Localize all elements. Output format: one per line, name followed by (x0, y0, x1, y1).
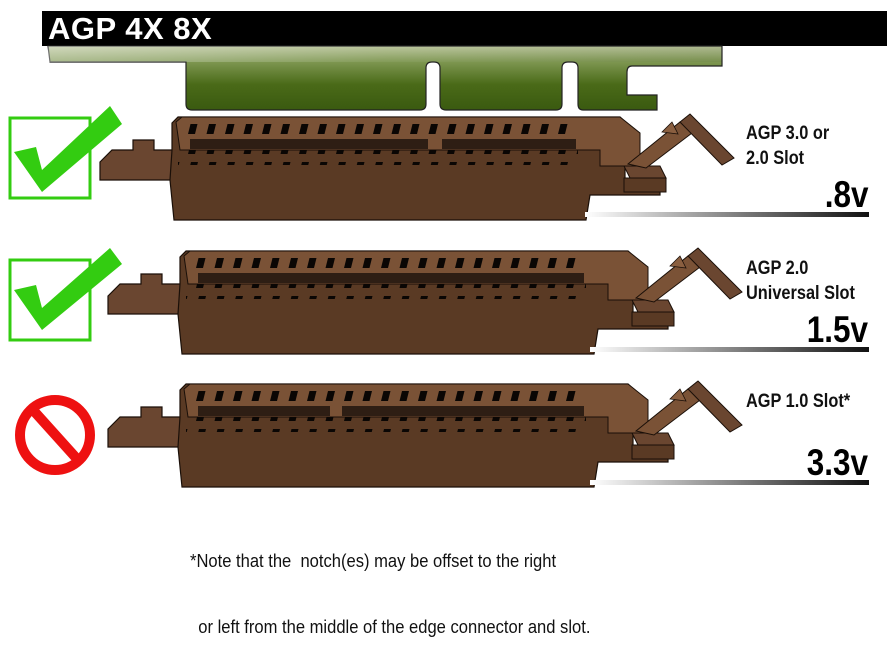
agp-slot-1 (99, 113, 735, 221)
slot-3-label: AGP 1.0 Slot* (746, 389, 850, 414)
slot-1-voltage: .8v (824, 174, 868, 215)
footnote-line2: or left from the middle of the edge conn… (198, 617, 591, 637)
slot-3-label-line1: AGP 1.0 Slot* (746, 391, 851, 412)
card-pins-right (444, 76, 559, 106)
slot-2-label-line2: Universal Slot (746, 283, 855, 304)
voltage-underline (590, 480, 869, 485)
agp-slot-2 (107, 247, 743, 355)
slot-1-label-line1: AGP 3.0 or (746, 123, 830, 144)
slot-1-label-line2: 2.0 Slot (746, 148, 805, 169)
check-icon (8, 248, 122, 342)
voltage-underline (585, 212, 869, 217)
diagram-illustration (8, 45, 869, 488)
title-bar: AGP 4X 8X (42, 11, 887, 46)
slot-2-label-line1: AGP 2.0 (746, 258, 809, 279)
page-title: AGP 4X 8X (48, 11, 213, 46)
footnote-line1: *Note that the notch(es) may be offset t… (190, 551, 557, 571)
slot-2-voltage: 1.5v (806, 309, 868, 350)
card-pins-left (189, 76, 430, 106)
slot-2-label: AGP 2.0 Universal Slot (746, 256, 855, 306)
prohibited-icon (15, 395, 95, 475)
check-icon (8, 106, 122, 200)
footnote: *Note that the notch(es) may be offset t… (190, 506, 590, 660)
agp-slot-3 (107, 380, 743, 488)
slot-3-voltage: 3.3v (806, 442, 868, 483)
slot-1-label: AGP 3.0 or 2.0 Slot (746, 121, 829, 171)
agp-card (47, 45, 723, 111)
voltage-underline (590, 347, 869, 352)
